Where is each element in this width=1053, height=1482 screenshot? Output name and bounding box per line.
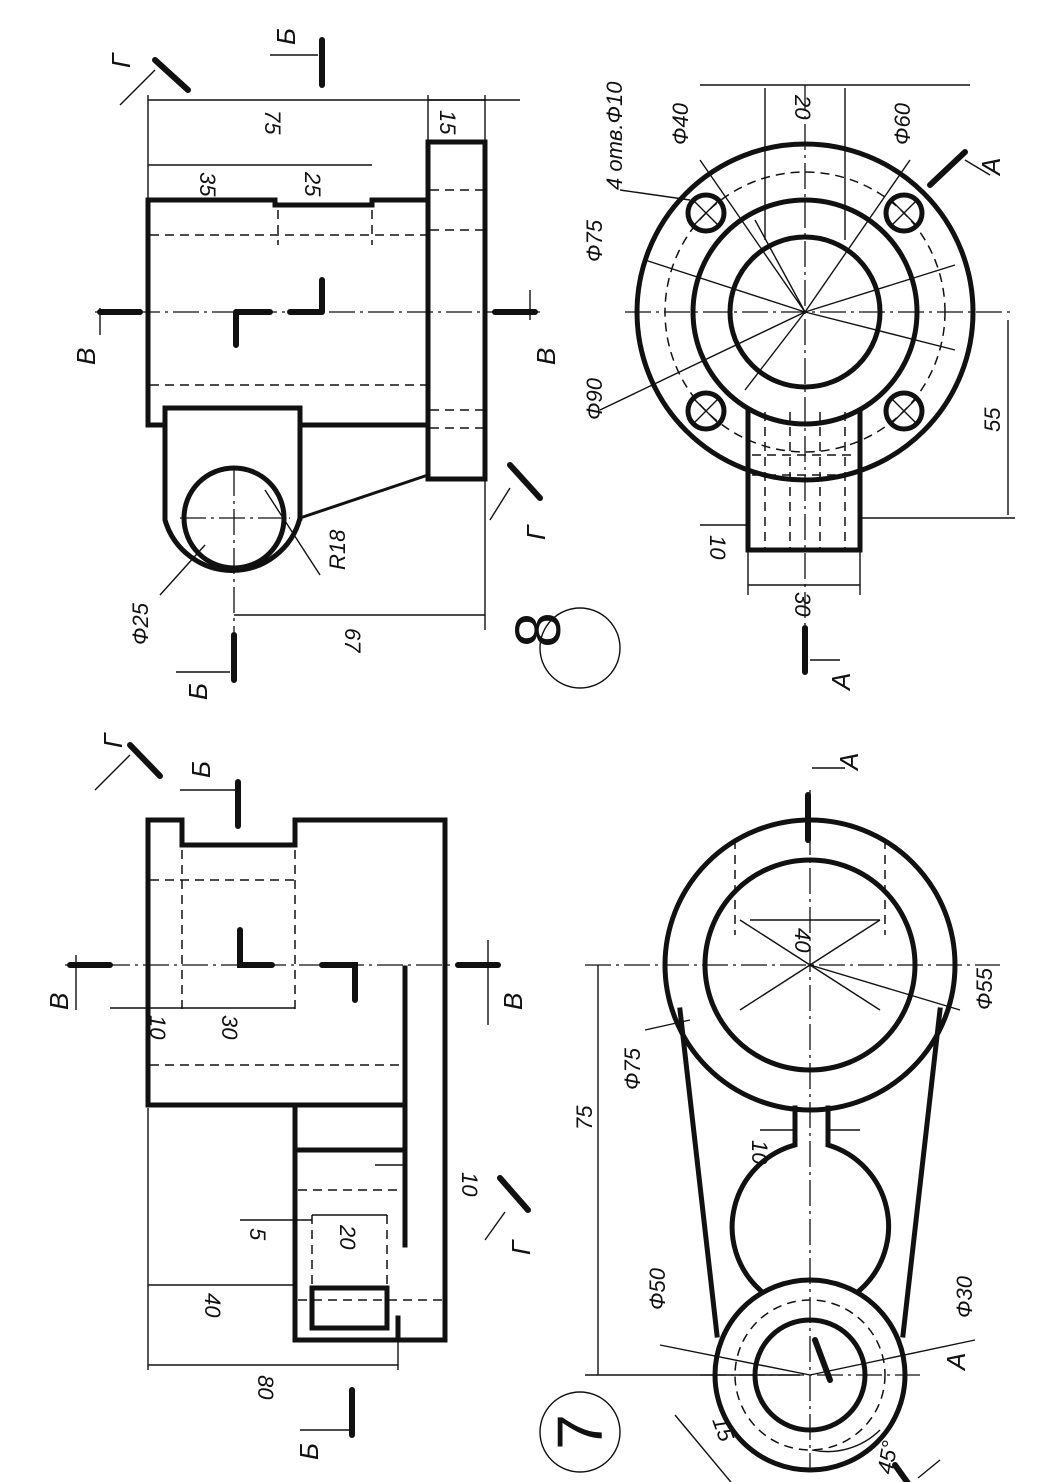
drawing-number-7: 7	[544, 1414, 616, 1450]
label-v-right: В	[531, 348, 561, 365]
label-b-top: Б	[271, 28, 301, 45]
label-b-top-7: Б	[186, 761, 216, 778]
drawing-8-front-view	[95, 37, 543, 683]
dim-20: 20	[335, 1224, 360, 1250]
dim-r18: R18	[325, 529, 350, 570]
dim-10-a: 10	[145, 1015, 170, 1040]
drawing-number-8: 8	[502, 612, 574, 648]
dim-phi50: Ф50	[645, 1267, 670, 1310]
drawing-8-labels: Г Б В В Г Б А А 75 15 35 25 Ф25 R18 67 4…	[71, 28, 1006, 700]
dim-phi60: Ф60	[890, 102, 915, 145]
dim-75: 75	[260, 110, 285, 135]
drawing-7-labels: Г Б В В Г Б А А 10 30 10 5 20 40 80 40 Ф…	[44, 732, 997, 1476]
label-b-bottom: Б	[183, 683, 213, 700]
drawing-7-front-view	[65, 742, 531, 1438]
label-g-bottom: Г	[521, 524, 551, 540]
label-g-bottom-7: Г	[506, 1239, 536, 1255]
label-b-bottom-7: Б	[294, 1443, 324, 1460]
dim-30: 30	[217, 1015, 242, 1040]
drawing-8-top-view	[599, 84, 1015, 675]
label-g-top-7: Г	[98, 732, 128, 748]
dim-phi30: Ф30	[952, 1275, 977, 1318]
dim-phi75: Ф75	[620, 1047, 645, 1090]
label-v-left: В	[71, 348, 101, 365]
dim-phi55: Ф55	[972, 967, 997, 1010]
dim-75: 75	[572, 1105, 597, 1130]
dim-80: 80	[253, 1375, 278, 1400]
dim-10: 10	[705, 535, 730, 560]
dim-phi25: Ф25	[128, 602, 153, 645]
dim-10-top: 10	[747, 1140, 772, 1165]
drawing-7: Г Б В В Г Б А А 10 30 10 5 20 40 80 40 Ф…	[44, 732, 1000, 1482]
dim-55: 55	[980, 407, 1005, 432]
dim-phi40: Ф40	[668, 102, 693, 145]
label-a-top-7: А	[834, 753, 864, 772]
label-a-bottom-7: А	[941, 1353, 971, 1372]
dim-45deg: 45°	[872, 1439, 902, 1476]
label-v-left-7: В	[44, 993, 74, 1010]
label-v-right-7: В	[498, 993, 528, 1010]
dim-4-holes: 4 отв.Ф10	[602, 81, 627, 190]
label-a-top: А	[976, 158, 1006, 177]
label-g-top: Г	[106, 52, 136, 68]
dim-10-b: 10	[457, 1172, 482, 1197]
dim-40-top: 40	[790, 928, 815, 953]
dim-phi75: Ф75	[582, 219, 607, 262]
dim-67: 67	[340, 628, 365, 653]
dim-30: 30	[790, 592, 815, 617]
dim-40: 40	[200, 1293, 225, 1318]
dim-35: 35	[195, 172, 220, 197]
dim-15: 15	[435, 110, 460, 135]
dim-5: 5	[245, 1228, 270, 1241]
dim-20: 20	[790, 94, 815, 120]
dim-25: 25	[300, 171, 325, 197]
drawing-8: Г Б В В Г Б А А 75 15 35 25 Ф25 R18 67 4…	[71, 28, 1015, 700]
drawing-7-top-view	[585, 767, 1000, 1482]
label-a-bottom: А	[826, 673, 856, 692]
dim-phi90: Ф90	[582, 377, 607, 420]
